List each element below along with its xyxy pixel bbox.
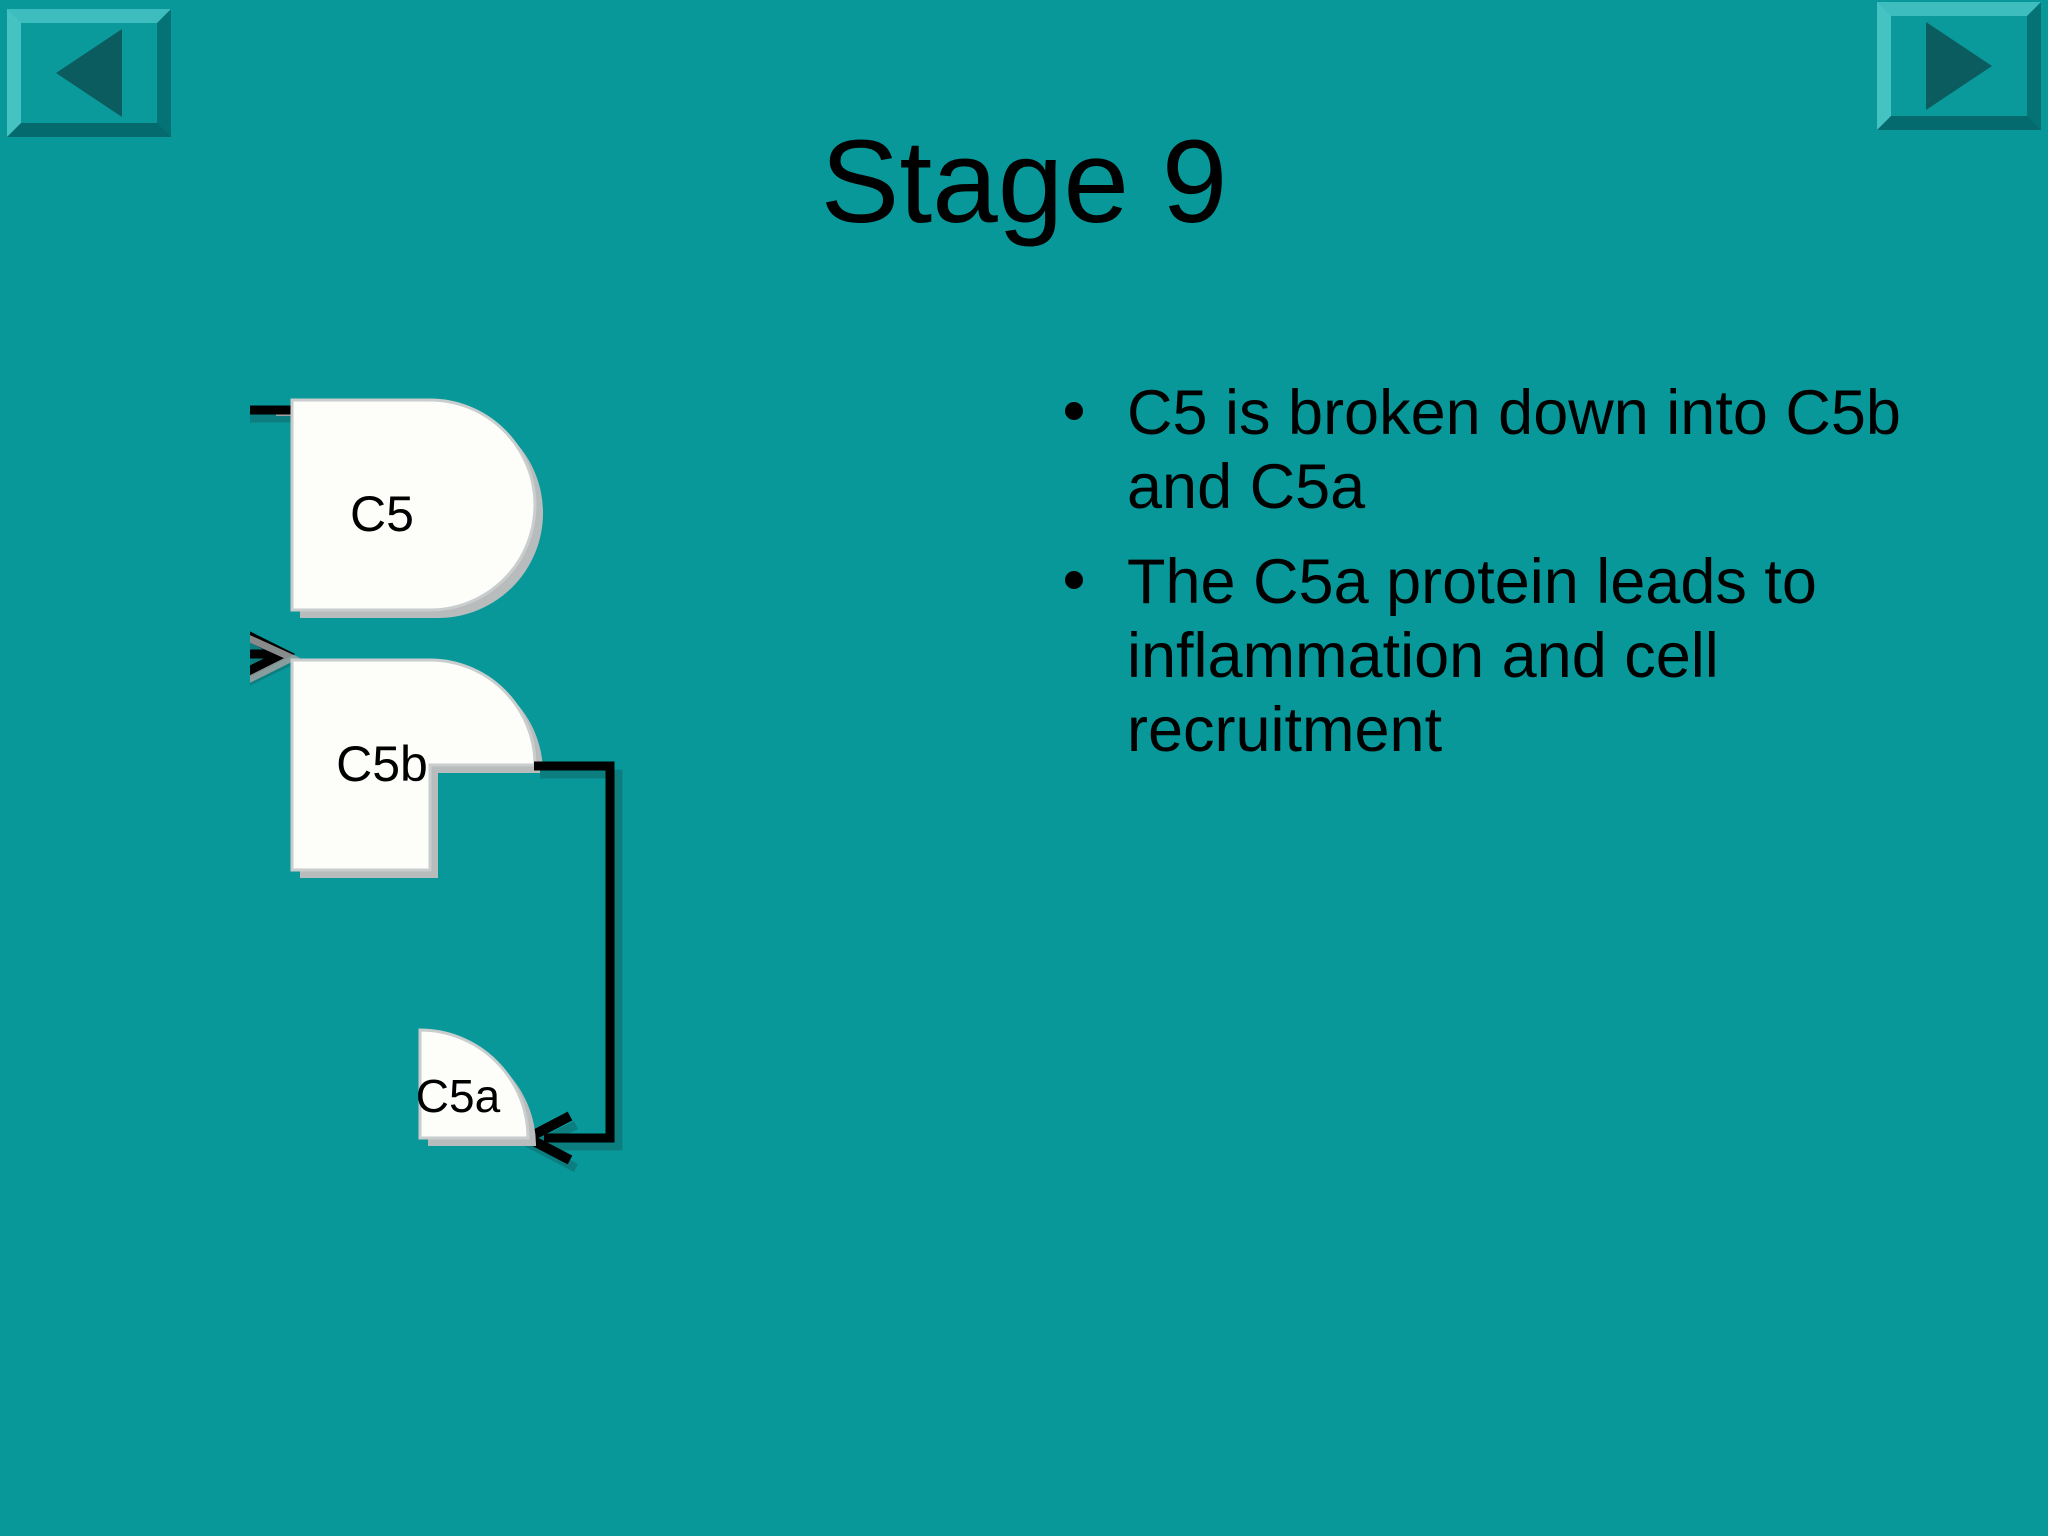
list-item: The C5a protein leads to inflammation an… [1065,545,1965,768]
page-title: Stage 9 [820,116,1228,248]
node-c5a-body [418,1028,530,1140]
connector-c5b-to-c5a-shadow [524,769,623,1172]
list-item: C5 is broken down into C5b and C5a [1065,376,1965,525]
node-c5-body [290,398,537,612]
complement-cleavage-diagram: C5 C5b C5a [250,370,870,1250]
arrowhead-ghost-icon [250,635,301,683]
node-c5b[interactable]: C5b [290,658,543,878]
next-slide-button[interactable] [1877,2,2041,130]
triangle-right-icon [1926,22,1992,110]
node-c5a-label: C5a [416,1070,501,1122]
node-c5b-label: C5b [336,736,428,792]
node-c5[interactable]: C5 [290,398,543,618]
bullet-dot-icon [1065,570,1083,589]
bullet-list: C5 is broken down into C5b and C5a The C… [1065,376,1965,788]
bullet-text: C5 is broken down into C5b and C5a [1127,378,1901,523]
connector-c5b-to-c5a [517,761,615,1165]
triangle-left-icon [56,29,122,117]
node-c5a[interactable]: C5a [416,1028,536,1146]
previous-slide-button[interactable] [7,9,171,137]
bullet-dot-icon [1065,402,1083,420]
bullet-text: The C5a protein leads to inflammation an… [1127,546,1817,766]
node-c5-label: C5 [350,486,414,542]
